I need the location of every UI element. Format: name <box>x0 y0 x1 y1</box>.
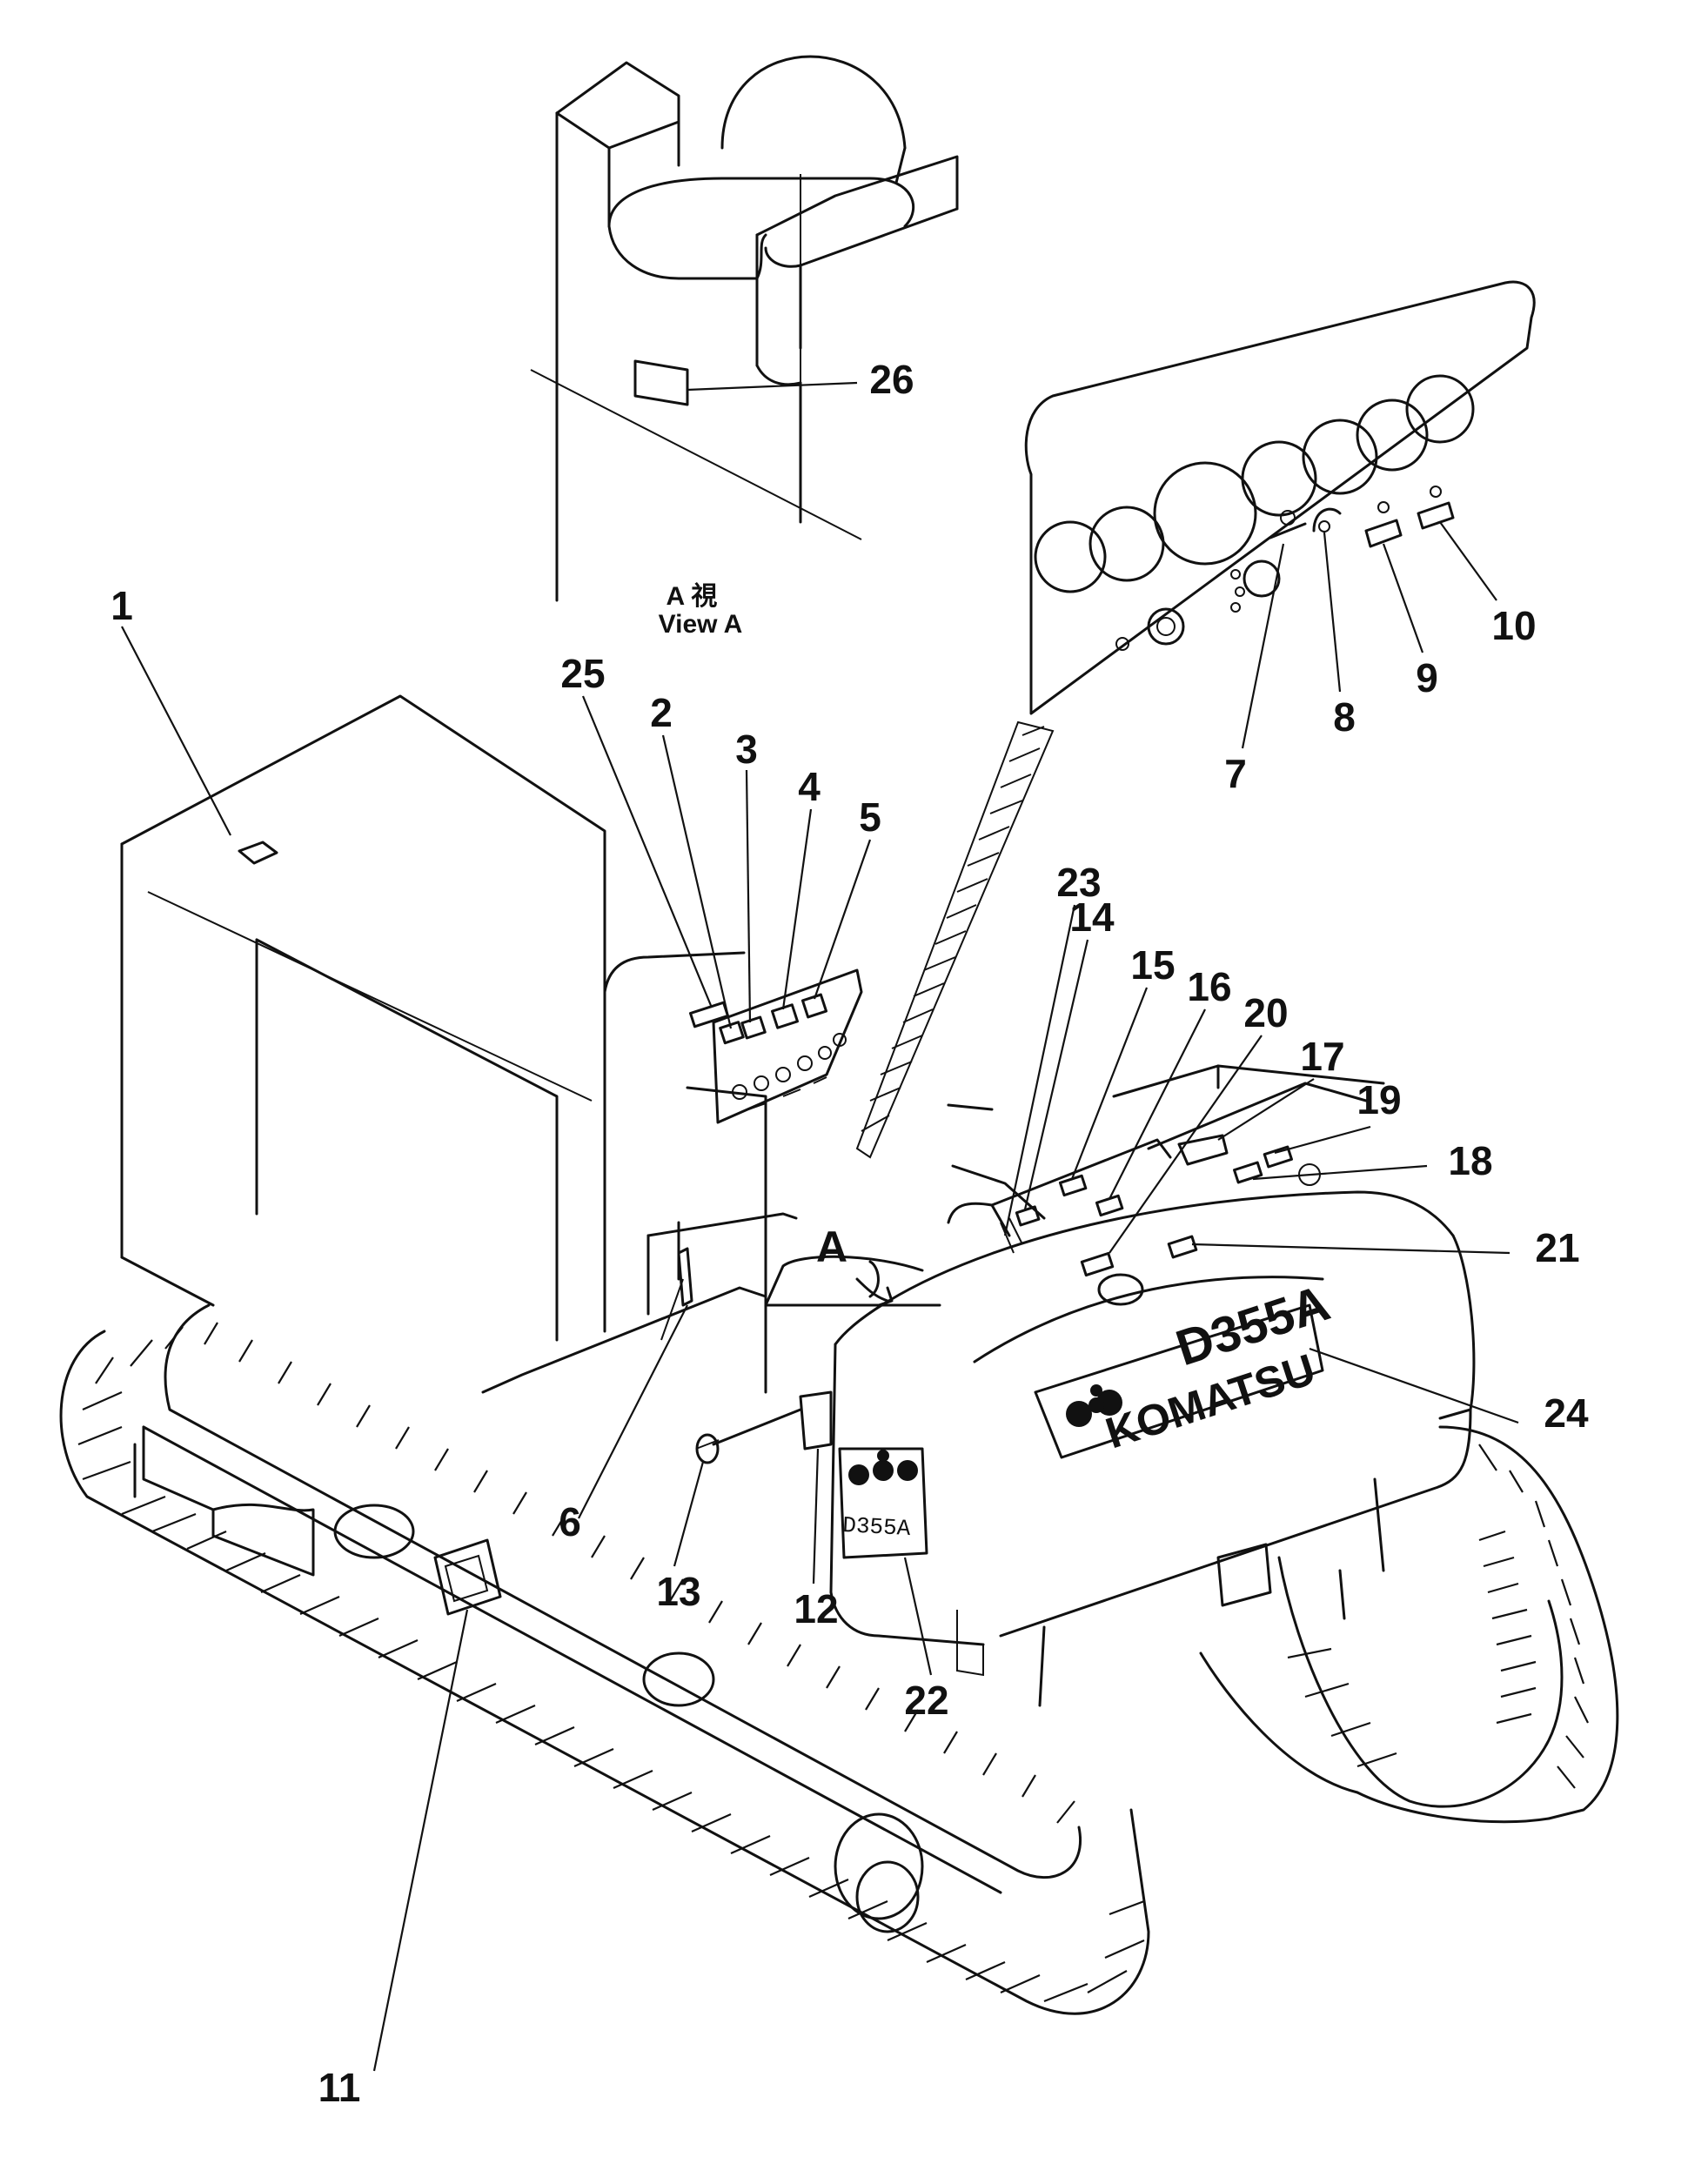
callout-26: 26 <box>869 357 914 402</box>
callout-13: 13 <box>656 1569 700 1614</box>
callout-25: 25 <box>560 651 605 696</box>
machine-body <box>120 626 1519 1707</box>
callout-23: 23 <box>1056 860 1101 905</box>
callout-20: 20 <box>1243 990 1288 1035</box>
callout-15: 15 <box>1130 942 1175 988</box>
callout-14: 14 <box>1069 894 1115 940</box>
callout-3: 3 <box>735 727 758 772</box>
callout-17: 17 <box>1300 1034 1344 1079</box>
panel-leader-hatch <box>855 720 1055 1159</box>
track-right <box>1199 1425 1619 1824</box>
callout-1: 1 <box>111 583 133 628</box>
callout-24: 24 <box>1544 1390 1589 1436</box>
callout-4: 4 <box>798 764 821 809</box>
instrument-panel-view <box>1024 280 1536 749</box>
callout-18: 18 <box>1448 1138 1492 1183</box>
front-decal-model: D355A <box>842 1512 912 1542</box>
view-a-caption: A 視 View A <box>659 582 743 639</box>
callout-10: 10 <box>1491 603 1536 648</box>
callout-19: 19 <box>1356 1077 1401 1122</box>
callout-6: 6 <box>559 1499 581 1544</box>
callout-8: 8 <box>1333 694 1356 740</box>
view-caption-line1: A 視 <box>666 582 718 611</box>
arrow-a-label: A <box>816 1223 847 1271</box>
callout-7: 7 <box>1224 751 1247 796</box>
callout-11: 11 <box>318 2065 361 2110</box>
callout-22: 22 <box>904 1678 948 1723</box>
callout-16: 16 <box>1187 964 1231 1009</box>
callout-12: 12 <box>794 1586 838 1631</box>
track-left <box>59 1303 1150 2072</box>
callout-2: 2 <box>650 690 673 735</box>
callout-21: 21 <box>1535 1225 1579 1270</box>
callout-9: 9 <box>1416 655 1438 700</box>
view-caption-line2: View A <box>659 610 743 639</box>
callout-5: 5 <box>859 794 881 840</box>
seat-inset-view <box>530 55 959 602</box>
